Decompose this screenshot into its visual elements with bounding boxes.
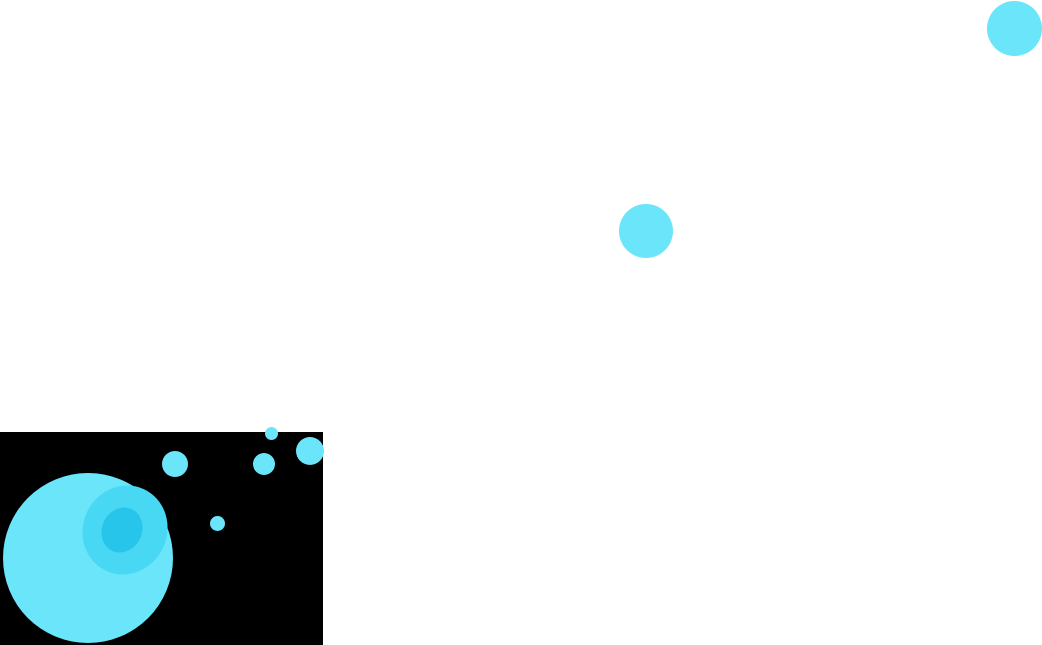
bubble-free-top-right[interactable] [987, 1, 1042, 56]
bubble-canvas-left[interactable] [162, 451, 188, 477]
bubble-canvas-mid[interactable] [253, 453, 275, 475]
bubble-canvas-right[interactable] [296, 437, 324, 465]
bubble-canvas-dot[interactable] [209, 515, 225, 531]
bubble-canvas-edge-top[interactable] [264, 426, 278, 440]
bubble-free-center[interactable] [619, 204, 673, 258]
